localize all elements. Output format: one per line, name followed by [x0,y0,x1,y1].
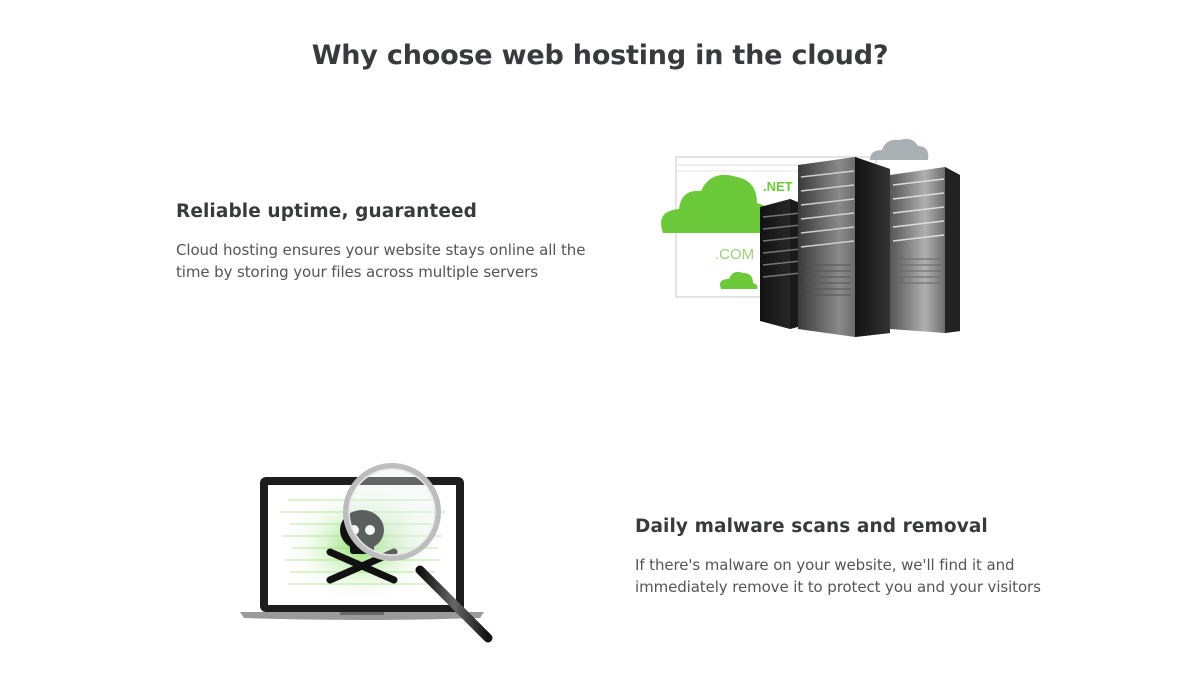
feature-heading: Reliable uptime, guaranteed [176,201,477,222]
feature-malware-scans: Daily malware scans and removal If there… [635,516,1075,598]
malware-scan-illustration [230,460,510,650]
feature-reliable-uptime: Reliable uptime, guaranteed Cloud hostin… [176,201,616,283]
page-title: Why choose web hosting in the cloud? [311,40,889,71]
svg-text:.COM: .COM [715,246,754,263]
feature-heading: Daily malware scans and removal [635,516,988,537]
feature-description: If there's malware on your website, we'l… [635,556,1041,596]
feature-description: Cloud hosting ensures your website stays… [176,241,586,281]
laptop-magnifier-icon [240,463,493,643]
server-rack-icon: .NET .COM [661,138,960,337]
servers-cloud-illustration: .NET .COM [655,125,975,340]
svg-text:.NET: .NET [763,179,793,194]
